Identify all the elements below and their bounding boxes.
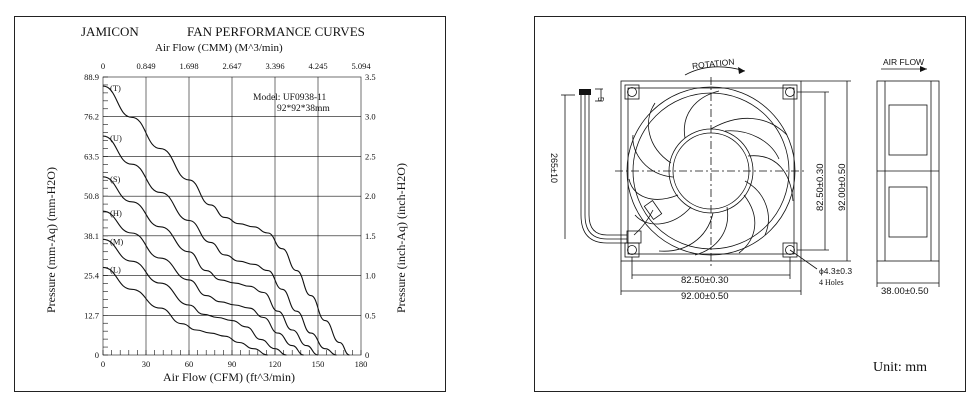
strip-length-label: 5 [596, 97, 605, 102]
x-tick-label-cfm: 90 [228, 359, 237, 369]
right-axis-label: Pressure (inch-Aq) (inch-H2O) [394, 163, 408, 313]
model-label: Model: UF0938-11 [253, 93, 327, 103]
x-tick-label-cmm: 2.647 [222, 61, 241, 71]
x-tick-label-cmm: 0 [101, 61, 105, 71]
y-tick-label-inch: 1.0 [365, 271, 376, 281]
y-tick-label-inch: 0.5 [365, 310, 376, 320]
y-tick-label-mm: 63.5 [84, 151, 99, 161]
y-tick-label-mm: 88.9 [84, 72, 99, 82]
hole-diameter-note: ϕ4.3±0.3 [819, 266, 852, 276]
curve-label: (H) [110, 208, 122, 218]
size-label: 92*92*38mm [277, 104, 330, 114]
chart-curves: (T) (U) (S) (H) (M) (L) [102, 83, 350, 356]
curve-label: (S) [110, 174, 121, 184]
hole-note: ϕ4.3±0.3 4 Holes [789, 249, 852, 287]
y-tick-label-mm: 0 [95, 350, 99, 360]
y-tick-label-inch: 2.5 [365, 151, 376, 161]
bottom-axis-label: Air Flow (CFM) (ft^3/min) [163, 370, 295, 384]
air-flow-label: AIR FLOW [883, 57, 924, 67]
y-tick-label-mm: 50.8 [84, 191, 99, 201]
curve-u [102, 135, 337, 356]
x-tick-label-cfm: 30 [142, 359, 151, 369]
y-tick-label-inch: 0 [365, 350, 369, 360]
x-tick-label-cmm: 1.698 [179, 61, 198, 71]
hole-width-dim: 82.50±0.30 [681, 275, 728, 286]
curve-l [102, 266, 268, 356]
mechanical-drawing-panel: 5 265±10 ROTATION 82.50±0.30 92.00±0.50 [534, 16, 966, 392]
curve-label: (M) [110, 236, 123, 246]
y-tick-label-inch: 2.0 [365, 191, 376, 201]
brand-label: JAMICON [81, 24, 139, 39]
x-tick-label-cfm: 60 [185, 359, 194, 369]
y-tick-label-mm: 12.7 [84, 310, 99, 320]
lead-wire: 5 265±10 [549, 88, 627, 244]
x-tick-label-cmm: 3.396 [265, 61, 284, 71]
top-axis-label: Air Flow (CMM) (M^3/min) [155, 42, 283, 54]
x-tick-label-cmm: 0.849 [136, 61, 155, 71]
x-tick-label-cmm: 4.245 [308, 61, 327, 71]
y-tick-label-inch: 1.5 [365, 231, 376, 241]
rotation-indicator: ROTATION [684, 57, 746, 76]
fan-front-view [615, 77, 807, 267]
left-axis-label: Pressure (mm-Aq) (mm-H2O) [44, 167, 58, 313]
hole-count-note: 4 Holes [819, 278, 844, 287]
width-dimensions: 82.50±0.30 92.00±0.50 [620, 257, 802, 302]
curve-s [102, 176, 319, 356]
unit-label: Unit: mm [873, 360, 927, 375]
y-tick-label-inch: 3.5 [365, 72, 376, 82]
rotation-label: ROTATION [691, 57, 734, 71]
chart-grid [102, 76, 362, 356]
y-tick-label-mm: 38.1 [84, 231, 99, 241]
x-tick-label-cfm: 150 [312, 359, 325, 369]
fan-drawing: 5 265±10 ROTATION 82.50±0.30 92.00±0.50 [549, 57, 940, 375]
curve-h [102, 210, 304, 356]
depth-dim: 38.00±0.50 [881, 286, 928, 297]
curve-m [102, 238, 287, 356]
height-dimensions: 82.50±0.30 92.00±0.50 [797, 80, 851, 262]
performance-chart: JAMICON FAN PERFORMANCE CURVES Air Flow … [44, 24, 408, 384]
x-tick-label-cfm: 120 [269, 359, 282, 369]
hole-height-dim: 82.50±0.30 [815, 164, 826, 211]
curve-label: (L) [110, 264, 121, 274]
outer-width-dim: 92.00±0.50 [681, 291, 728, 302]
fan-side-view: AIR FLOW 38.00±0.50 [876, 57, 940, 297]
chart-title: FAN PERFORMANCE CURVES [187, 24, 365, 39]
x-tick-label-cfm: 180 [355, 359, 368, 369]
y-tick-label-mm: 76.2 [84, 112, 99, 122]
curve-label: (T) [110, 83, 121, 93]
x-tick-label-cmm: 5.094 [351, 61, 371, 71]
x-tick-label-cfm: 0 [101, 359, 105, 369]
y-tick-label-mm: 25.4 [84, 271, 100, 281]
lead-length-label: 265±10 [549, 153, 559, 183]
curve-label: (U) [110, 133, 122, 143]
outer-height-dim: 92.00±0.50 [837, 164, 848, 211]
curve-t [102, 85, 350, 356]
y-tick-label-inch: 3.0 [365, 112, 376, 122]
performance-chart-panel: JAMICON FAN PERFORMANCE CURVES Air Flow … [14, 16, 446, 392]
